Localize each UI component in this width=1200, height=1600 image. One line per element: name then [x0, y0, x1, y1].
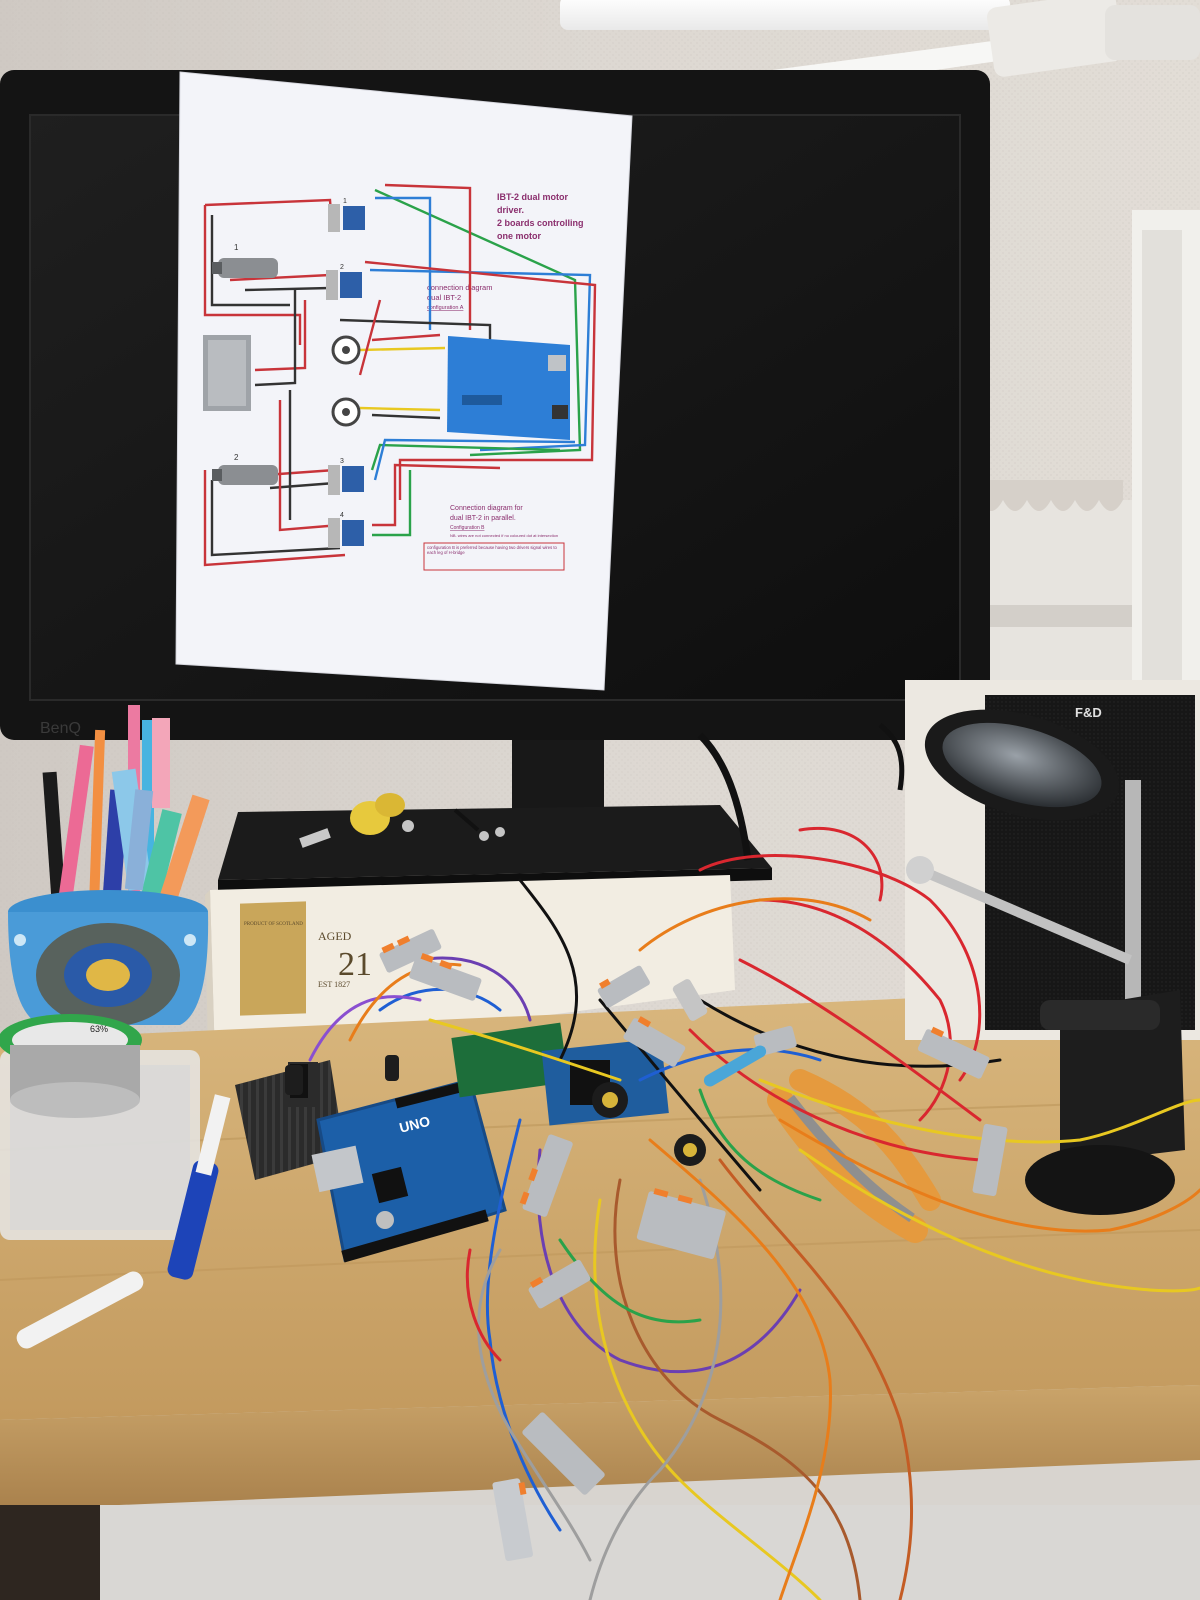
blue-marker: [167, 1160, 219, 1280]
capacitor: [385, 1055, 399, 1081]
wire-bundle: [308, 827, 1200, 1600]
diagram-board-label-1: 1: [343, 198, 347, 205]
chalk: [16, 1271, 144, 1349]
diagram-motors: 1 2: [212, 243, 278, 485]
diagram-box-note: configuration B is preferred because hav…: [427, 545, 557, 556]
diagram-board-label-3: 3: [340, 458, 344, 465]
speaker-brand: F&D: [1075, 705, 1102, 720]
wiring-diagram-paper: IBT-2 dual motor driver. 2 boards contro…: [175, 71, 633, 691]
monitor-brand-label: BenQ: [40, 720, 81, 737]
diagram-conn-b-line1: Connection diagram for: [450, 505, 523, 512]
diagram-wires: [203, 183, 597, 567]
diagram-driver-boards: 1 2 3 4: [326, 198, 365, 548]
diagram-arduino: [447, 336, 570, 440]
diagram-conn-b-note: NB. wires are not connected if no colour…: [450, 533, 558, 538]
relay-board: [451, 1022, 569, 1098]
diagram-board-label-4: 4: [340, 512, 344, 519]
diagram-motor-label-2: 2: [234, 453, 239, 462]
monitor-base-items: [299, 793, 505, 848]
diagram-conn-a-line1: connection diagram: [427, 283, 492, 292]
box-product-label: PRODUCT OF SCOTLAND: [244, 922, 303, 927]
box-years: 21: [338, 946, 372, 983]
arduino-uno-board: UNO: [311, 1078, 507, 1263]
helping-hands-magnifier: [906, 709, 1185, 1215]
whisky-box: AGED 21 EST 1827 PRODUCT OF SCOTLAND: [205, 875, 735, 1060]
diagram-potentiometers: [331, 335, 361, 427]
box-est: EST 1827: [318, 980, 350, 989]
diagram-title-line2: driver.: [497, 205, 524, 215]
solder-spool: 63%: [0, 1014, 200, 1240]
diagram-title-line4: one motor: [497, 231, 541, 241]
diagram-title-line1: IBT-2 dual motor: [497, 192, 569, 202]
solder-label: 63%: [90, 1024, 108, 1034]
diagram-title-line3: 2 boards controlling: [497, 218, 584, 228]
pen-cup: [8, 705, 210, 1027]
diagram-conn-a-sub: configuration A: [427, 305, 464, 311]
diagram-conn-a-line2: dual IBT-2: [427, 293, 461, 302]
diagram-conn-b-sub: Configuration B: [450, 525, 485, 531]
diagram-motor-label-1: 1: [234, 243, 239, 252]
diagram-board-label-2: 2: [340, 264, 344, 271]
diagram-conn-b-line2: dual IBT-2 in parallel.: [450, 515, 516, 522]
box-aged-label: AGED: [318, 929, 352, 943]
arduino-model-label: UNO: [398, 1113, 432, 1136]
desk-potentiometers: [592, 1045, 767, 1166]
capacitor: [285, 1065, 303, 1095]
